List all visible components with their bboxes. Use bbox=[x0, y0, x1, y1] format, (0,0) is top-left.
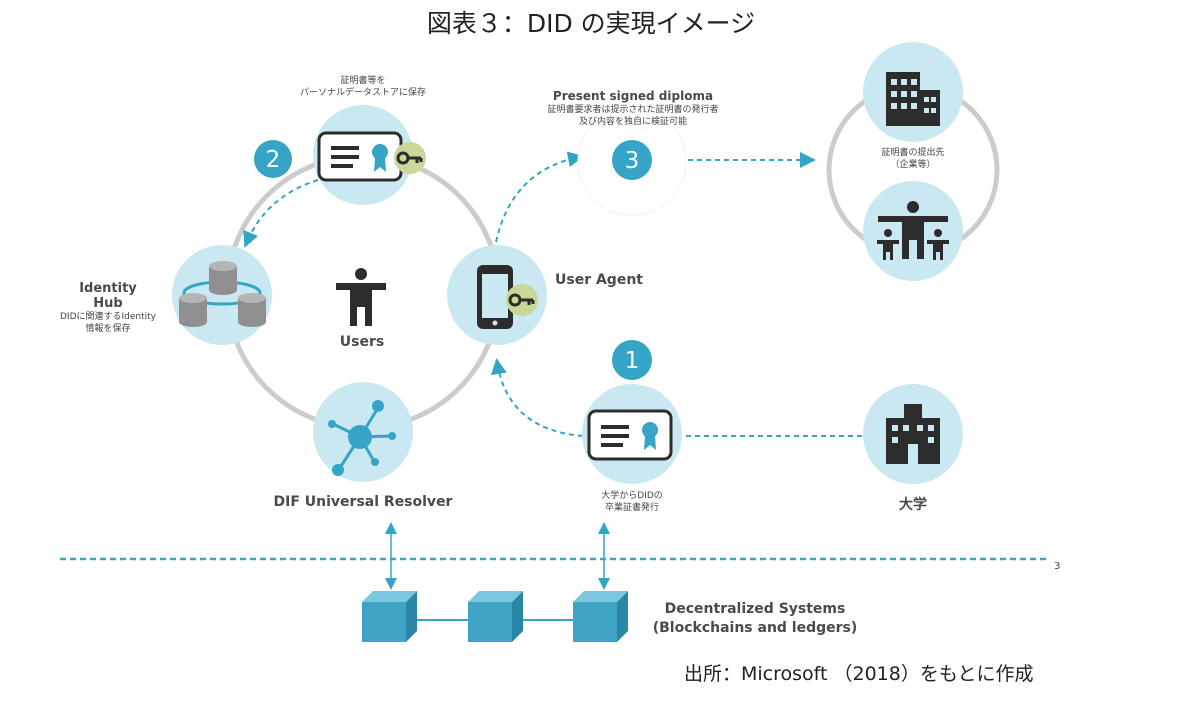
decentralized-line1: Decentralized Systems bbox=[664, 601, 846, 617]
arrow-store-to-hub bbox=[243, 179, 319, 248]
step-3-number: 3 bbox=[625, 148, 640, 174]
figure-title: 図表３：DID の実現イメージ bbox=[426, 9, 756, 38]
diploma-issue-node bbox=[582, 384, 682, 484]
present-heading: Present signed diploma bbox=[552, 89, 714, 103]
user-agent-label: User Agent bbox=[555, 272, 643, 288]
present-line1: 証明書要求者は提示された証明書の発行者 bbox=[547, 105, 719, 115]
certificate-icon bbox=[587, 409, 673, 461]
present-caption: Present signed diploma 証明書要求者は提示された証明書の発… bbox=[530, 88, 736, 128]
school-building-icon bbox=[886, 404, 940, 464]
step-1-number: 1 bbox=[625, 348, 640, 374]
submit-target-line2: （企業等） bbox=[890, 160, 936, 170]
credential-store-caption: 証明書等を パーソナルデータストアに保存 bbox=[290, 75, 436, 99]
users-label: Users bbox=[339, 334, 385, 350]
group-icon bbox=[877, 201, 949, 260]
step-1-badge: 1 bbox=[612, 340, 652, 380]
key-icon bbox=[394, 142, 426, 174]
submit-target-caption: 証明書の提出先 （企業等） bbox=[866, 147, 960, 171]
issue-caption: 大学からDIDの 卒業証書発行 bbox=[584, 490, 680, 514]
university-node bbox=[863, 384, 963, 484]
certificate-icon bbox=[317, 131, 403, 182]
identity-hub-heading-1: Identity bbox=[79, 281, 137, 296]
decentralized-line2: (Blockchains and ledgers) bbox=[652, 620, 858, 636]
credential-store-node bbox=[313, 105, 426, 205]
issue-line2: 卒業証書発行 bbox=[604, 503, 659, 513]
user-agent-node bbox=[447, 245, 547, 345]
submit-target-line1: 証明書の提出先 bbox=[881, 148, 945, 158]
resolver-node bbox=[313, 382, 413, 482]
step-2-badge: 2 bbox=[254, 140, 292, 178]
issue-line1: 大学からDIDの bbox=[601, 491, 663, 501]
phone-icon bbox=[477, 265, 513, 329]
blockchain-block-1 bbox=[362, 591, 417, 642]
identity-hub-node bbox=[172, 245, 272, 345]
decentralized-caption: Decentralized Systems (Blockchains and l… bbox=[650, 600, 860, 638]
blockchain-block-3 bbox=[573, 591, 628, 642]
user-icon bbox=[336, 268, 386, 326]
university-label: 大学 bbox=[899, 497, 927, 513]
company-node bbox=[863, 42, 963, 142]
identity-hub-line1: DIDに関連するIdentity bbox=[59, 312, 156, 322]
resolver-label: DIF Universal Resolver bbox=[273, 494, 453, 510]
key-icon bbox=[506, 284, 538, 316]
blockchain-block-2 bbox=[468, 591, 523, 642]
arrow-issue-to-agent bbox=[491, 358, 584, 437]
step-3-badge: 3 bbox=[612, 140, 652, 180]
database-icon bbox=[179, 261, 266, 327]
present-line2: 及び内容を独自に検証可能 bbox=[578, 117, 687, 127]
step-2-number: 2 bbox=[266, 147, 281, 173]
identity-hub-heading-2: Hub bbox=[93, 296, 123, 311]
credential-store-line1: 証明書等を bbox=[340, 76, 386, 86]
source-note: 出所：Microsoft （2018）をもとに作成 bbox=[684, 663, 1034, 685]
people-node bbox=[863, 181, 963, 281]
arrow-agent-to-present bbox=[495, 151, 584, 243]
identity-hub-line2: 情報を保存 bbox=[85, 324, 131, 334]
identity-hub-caption: Identity Hub DIDに関連するIdentity 情報を保存 bbox=[46, 281, 170, 335]
page-number: 3 bbox=[1054, 561, 1061, 572]
credential-store-line2: パーソナルデータストアに保存 bbox=[299, 88, 426, 98]
network-icon bbox=[328, 400, 396, 476]
building-icon bbox=[886, 72, 940, 126]
